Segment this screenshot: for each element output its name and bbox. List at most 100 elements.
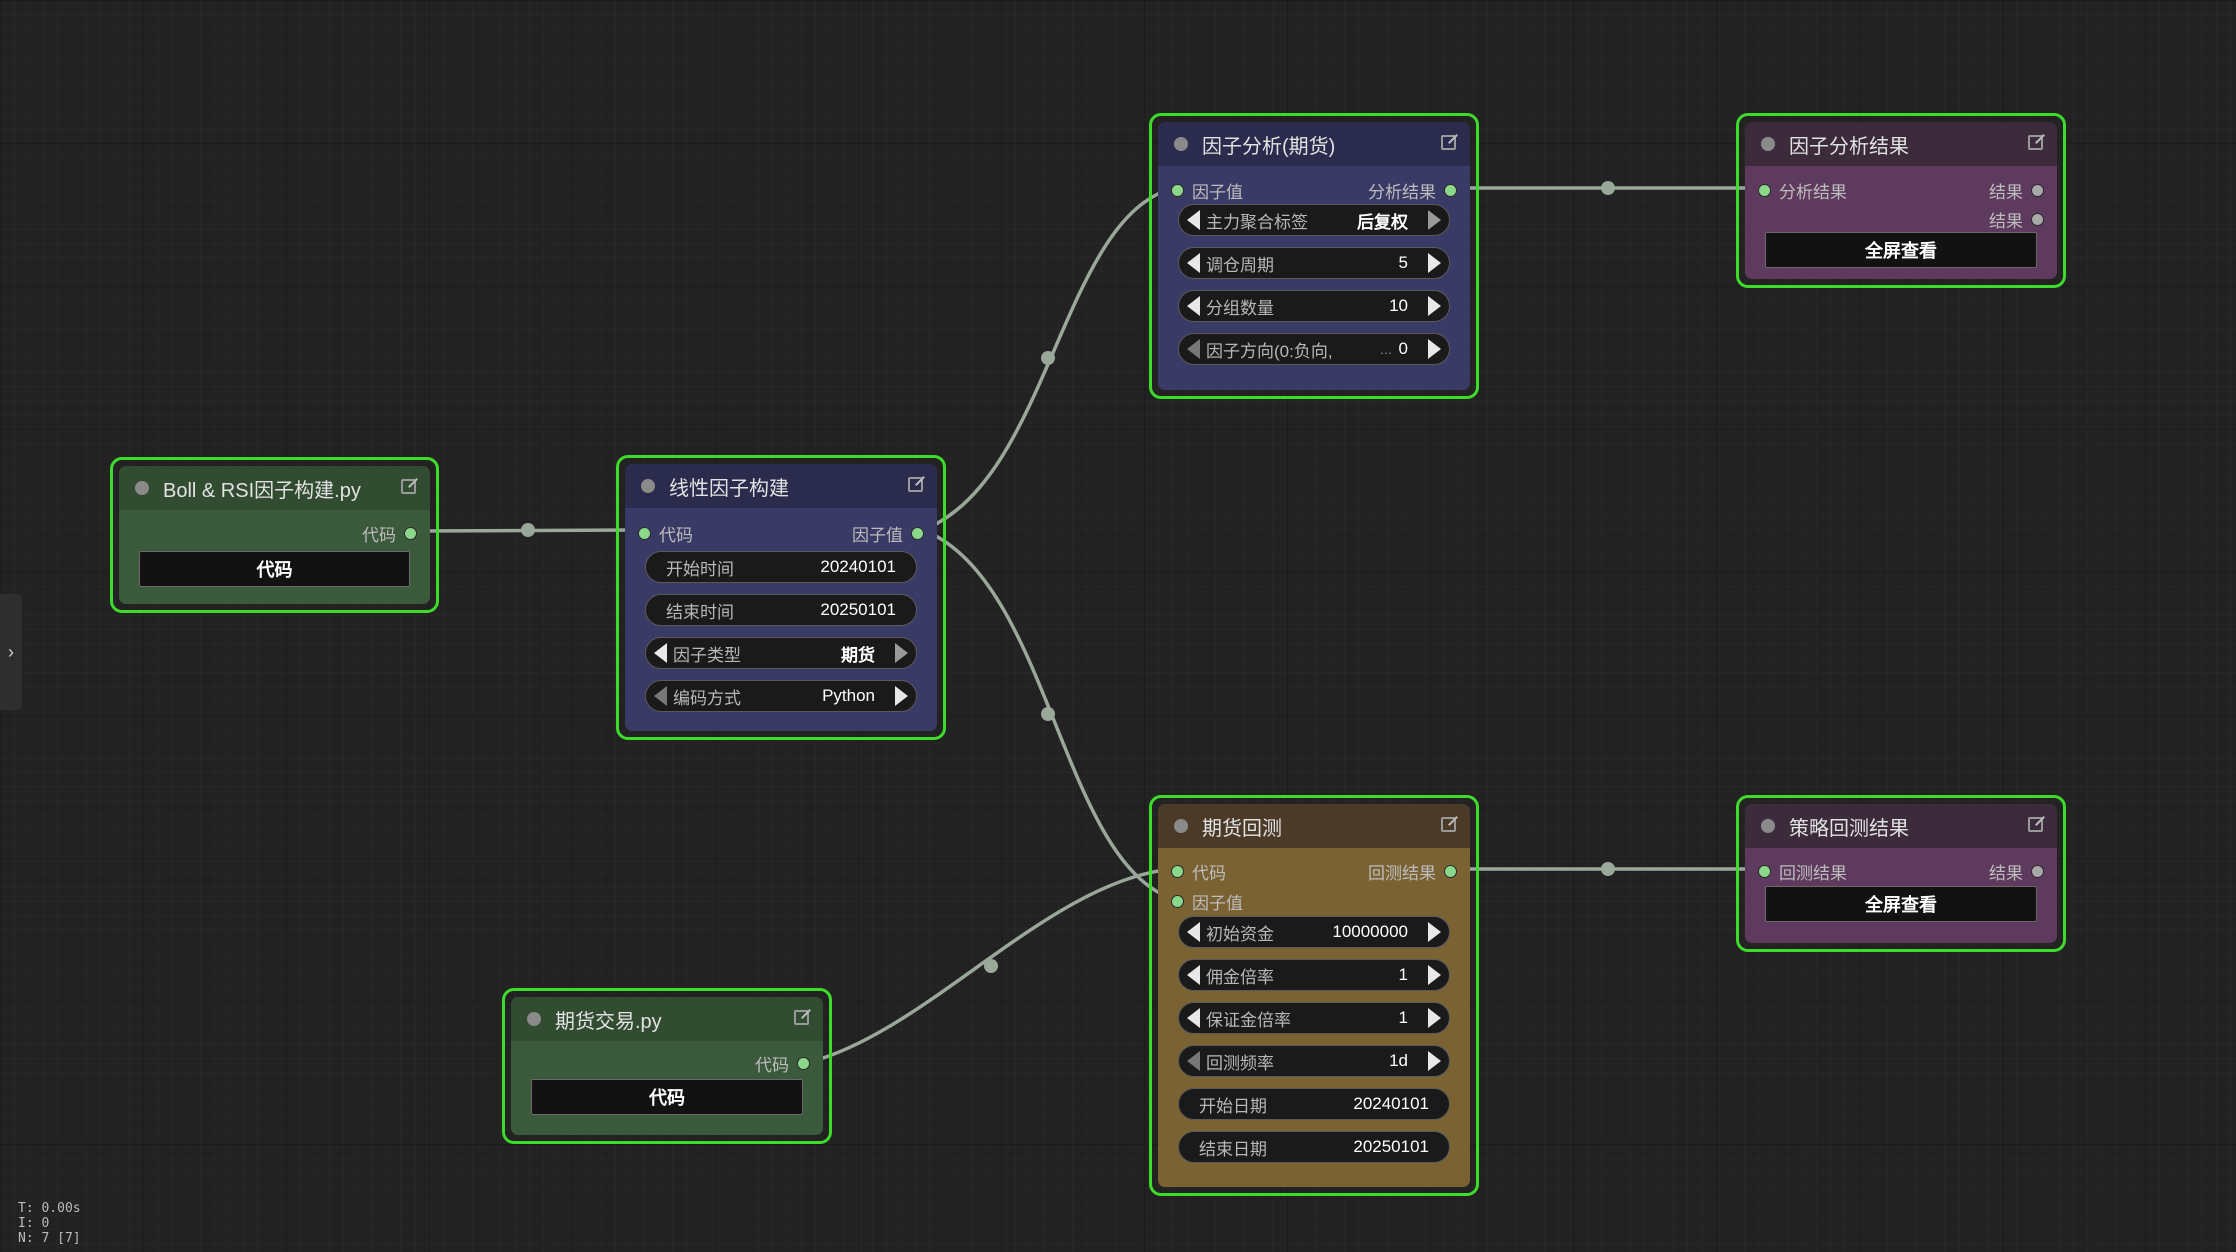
edit-icon[interactable] [1441,817,1456,832]
fullscreen-view-button[interactable]: 全屏查看 [1765,886,2037,922]
group-count-number[interactable]: 分组数量 10 [1178,290,1450,322]
slot-dot-icon[interactable] [1172,185,1183,196]
slot-dot-icon[interactable] [1445,185,1456,196]
slot-dot-icon[interactable] [798,1058,809,1069]
decrement-arrow-icon[interactable] [1187,253,1200,273]
decrement-arrow-icon[interactable] [1187,210,1200,230]
start-date-field[interactable]: 开始日期 20240101 [1178,1088,1450,1120]
input-slot-analysis-result[interactable]: 分析结果 [1759,178,1847,203]
link-midpoint[interactable] [1041,707,1055,721]
main-contract-label-combo[interactable]: 主力聚合标签 后复权 [1178,204,1450,236]
output-slot-factor-value[interactable]: 因子值 [852,521,923,546]
node-header[interactable]: 期货交易.py [511,997,823,1041]
output-slot-result[interactable]: 结果 [1989,859,2043,884]
commission-multiplier-number[interactable]: 佣金倍率 1 [1178,959,1450,991]
node-strategy-backtest-result[interactable]: 策略回测结果 回测结果 结果 全屏查看 [1736,795,2066,952]
increment-arrow-icon[interactable] [1428,296,1441,316]
slot-dot-icon[interactable] [639,528,650,539]
node-futures-backtest[interactable]: 期货回测 代码 回测结果 因子值 初始资金 10000000 [1149,795,1479,1196]
rebalance-period-number[interactable]: 调仓周期 5 [1178,247,1450,279]
decrement-arrow-icon[interactable] [1187,1051,1200,1071]
node-futures-trading[interactable]: 期货交易.py 代码 代码 [502,988,832,1144]
link-midpoint[interactable] [1601,862,1615,876]
increment-arrow-icon[interactable] [1428,965,1441,985]
node-linear-factor[interactable]: 线性因子构建 代码 因子值 开始时间 20240101 结束时间 2025010… [616,455,946,740]
encoding-combo[interactable]: 编码方式 Python [645,680,917,712]
slot-dot-icon[interactable] [405,528,416,539]
edit-icon[interactable] [1441,135,1456,150]
slot-dot-icon[interactable] [1445,866,1456,877]
node-header[interactable]: 期货回测 [1158,804,1470,848]
output-slot-backtest-result[interactable]: 回测结果 [1368,859,1456,884]
edit-icon[interactable] [908,477,923,492]
link-midpoint[interactable] [521,523,535,537]
output-slot-code[interactable]: 代码 [362,521,416,546]
collapse-dot-icon[interactable] [1761,819,1775,833]
slot-dot-icon[interactable] [2032,185,2043,196]
input-slot-code[interactable]: 代码 [639,521,693,546]
link-linear-to-analysis[interactable] [922,186,1174,532]
decrement-arrow-icon[interactable] [1187,339,1200,359]
slot-dot-icon[interactable] [912,528,923,539]
increment-arrow-icon[interactable] [1428,210,1441,230]
increment-arrow-icon[interactable] [895,686,908,706]
collapse-dot-icon[interactable] [1761,137,1775,151]
node-header[interactable]: Boll & RSI因子构建.py [119,466,430,510]
slot-dot-icon[interactable] [2032,214,2043,225]
link-midpoint[interactable] [984,959,998,973]
increment-arrow-icon[interactable] [895,643,908,663]
code-button[interactable]: 代码 [139,551,410,587]
end-time-field[interactable]: 结束时间 20250101 [645,594,917,626]
decrement-arrow-icon[interactable] [1187,965,1200,985]
collapse-dot-icon[interactable] [135,481,149,495]
output-slot-analysis-result[interactable]: 分析结果 [1368,178,1456,203]
decrement-arrow-icon[interactable] [1187,922,1200,942]
input-slot-backtest-result[interactable]: 回测结果 [1759,859,1847,884]
input-slot-factor-value[interactable]: 因子值 [1172,178,1243,203]
decrement-arrow-icon[interactable] [1187,296,1200,316]
edit-icon[interactable] [2028,817,2043,832]
link-boll-to-linear[interactable] [416,528,641,533]
decrement-arrow-icon[interactable] [1187,1008,1200,1028]
increment-arrow-icon[interactable] [1428,1051,1441,1071]
factor-direction-number[interactable]: 因子方向(0:负向, … 0 [1178,333,1450,365]
slot-dot-icon[interactable] [1172,896,1183,907]
code-button[interactable]: 代码 [531,1079,803,1115]
slot-dot-icon[interactable] [1759,185,1770,196]
node-header[interactable]: 因子分析结果 [1745,122,2057,166]
link-midpoint[interactable] [1041,351,1055,365]
node-factor-analysis[interactable]: 因子分析(期货) 因子值 分析结果 主力聚合标签 后复权 调仓周期 5 [1149,113,1479,399]
link-linear-to-backtest[interactable] [922,528,1174,901]
backtest-frequency-combo[interactable]: 回测频率 1d [1178,1045,1450,1077]
increment-arrow-icon[interactable] [1428,922,1441,942]
fullscreen-view-button[interactable]: 全屏查看 [1765,232,2037,268]
output-slot-result-2[interactable]: 结果 [1989,207,2043,232]
increment-arrow-icon[interactable] [1428,253,1441,273]
collapse-dot-icon[interactable] [641,479,655,493]
node-header[interactable]: 线性因子构建 [625,464,937,508]
sidebar-toggle-chevron-icon[interactable]: › [0,594,22,710]
node-factor-analysis-result[interactable]: 因子分析结果 分析结果 结果 结果 全屏查看 [1736,113,2066,288]
node-boll-rsi[interactable]: Boll & RSI因子构建.py 代码 代码 [110,457,439,613]
link-midpoint[interactable] [1601,181,1615,195]
edit-icon[interactable] [401,479,416,494]
slot-dot-icon[interactable] [1759,866,1770,877]
slot-dot-icon[interactable] [2032,866,2043,877]
node-header[interactable]: 因子分析(期货) [1158,122,1470,166]
factor-type-combo[interactable]: 因子类型 期货 [645,637,917,669]
start-time-field[interactable]: 开始时间 20240101 [645,551,917,583]
edit-icon[interactable] [794,1010,809,1025]
initial-capital-number[interactable]: 初始资金 10000000 [1178,916,1450,948]
link-trade-to-backtest[interactable] [809,867,1174,1064]
end-date-field[interactable]: 结束日期 20250101 [1178,1131,1450,1163]
input-slot-factor-value[interactable]: 因子值 [1172,889,1243,914]
increment-arrow-icon[interactable] [1428,339,1441,359]
edit-icon[interactable] [2028,135,2043,150]
margin-multiplier-number[interactable]: 保证金倍率 1 [1178,1002,1450,1034]
slot-dot-icon[interactable] [1172,866,1183,877]
decrement-arrow-icon[interactable] [654,643,667,663]
increment-arrow-icon[interactable] [1428,1008,1441,1028]
collapse-dot-icon[interactable] [527,1012,541,1026]
decrement-arrow-icon[interactable] [654,686,667,706]
output-slot-code[interactable]: 代码 [755,1051,809,1076]
